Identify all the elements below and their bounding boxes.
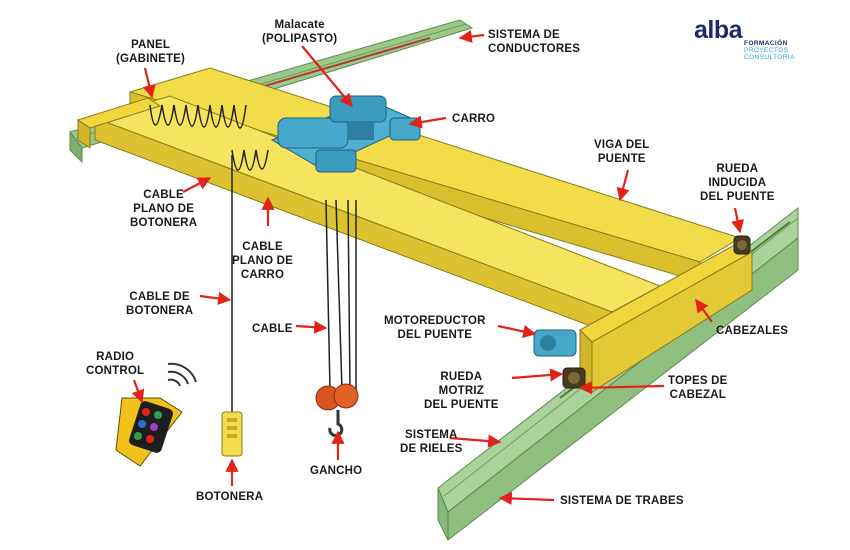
hook-block <box>315 383 359 438</box>
label-cable-plano-botonera: CABLE PLANO DE BOTONERA <box>130 189 198 229</box>
label-topes-cabezal: TOPES DE CABEZAL <box>668 375 728 401</box>
logo-tagline-1: FORMACIÓN <box>744 40 788 47</box>
logo-tagline-3: CONSULTORIA <box>744 54 795 61</box>
radio-control <box>115 362 197 467</box>
festoon-cables <box>149 104 269 171</box>
trolley-hoist <box>270 95 422 173</box>
label-rueda-motriz: RUEDA MOTRIZ DEL PUENTE <box>424 371 499 411</box>
label-sistema-trabes: SISTEMA DE TRABES <box>560 495 684 507</box>
label-gancho: GANCHO <box>310 465 363 477</box>
hoist-cables <box>231 155 357 412</box>
label-radio-control: RADIO CONTROL <box>86 351 145 377</box>
logo-tagline-2: PROYECTOS <box>744 47 789 54</box>
label-cable-plano-carro: CABLE PLANO DE CARRO <box>232 241 294 281</box>
label-motoreductor: MOTOREDUCTOR DEL PUENTE <box>384 315 486 341</box>
label-botonera: BOTONERA <box>196 491 264 503</box>
label-panel: PANEL (GABINETE) <box>116 39 186 65</box>
bridge-beams <box>76 67 753 394</box>
label-cable-botonera: CABLE DE BOTONERA <box>126 291 194 317</box>
logo-wordmark: alba <box>694 16 743 44</box>
pendant-station <box>221 411 243 457</box>
label-sistema-conductores: SISTEMA DE CONDUCTORES <box>488 29 581 55</box>
alba-logo: alba FORMACIÓN PROYECTOS CONSULTORIA <box>694 16 804 62</box>
label-cable: CABLE <box>252 323 293 335</box>
label-malacate: Malacate (POLIPASTO) <box>262 19 338 45</box>
bridge-gearmotor <box>533 329 577 357</box>
label-carro: CARRO <box>452 113 496 125</box>
callout-arrows <box>131 29 745 506</box>
label-cabezales: CABEZALES <box>716 325 789 337</box>
label-sistema-rieles: SISTEMA DE RIELES <box>400 429 463 455</box>
label-rueda-inducida: RUEDA INDUCIDA DEL PUENTE <box>700 163 775 203</box>
label-viga-puente: VIGA DEL PUENTE <box>594 139 650 165</box>
